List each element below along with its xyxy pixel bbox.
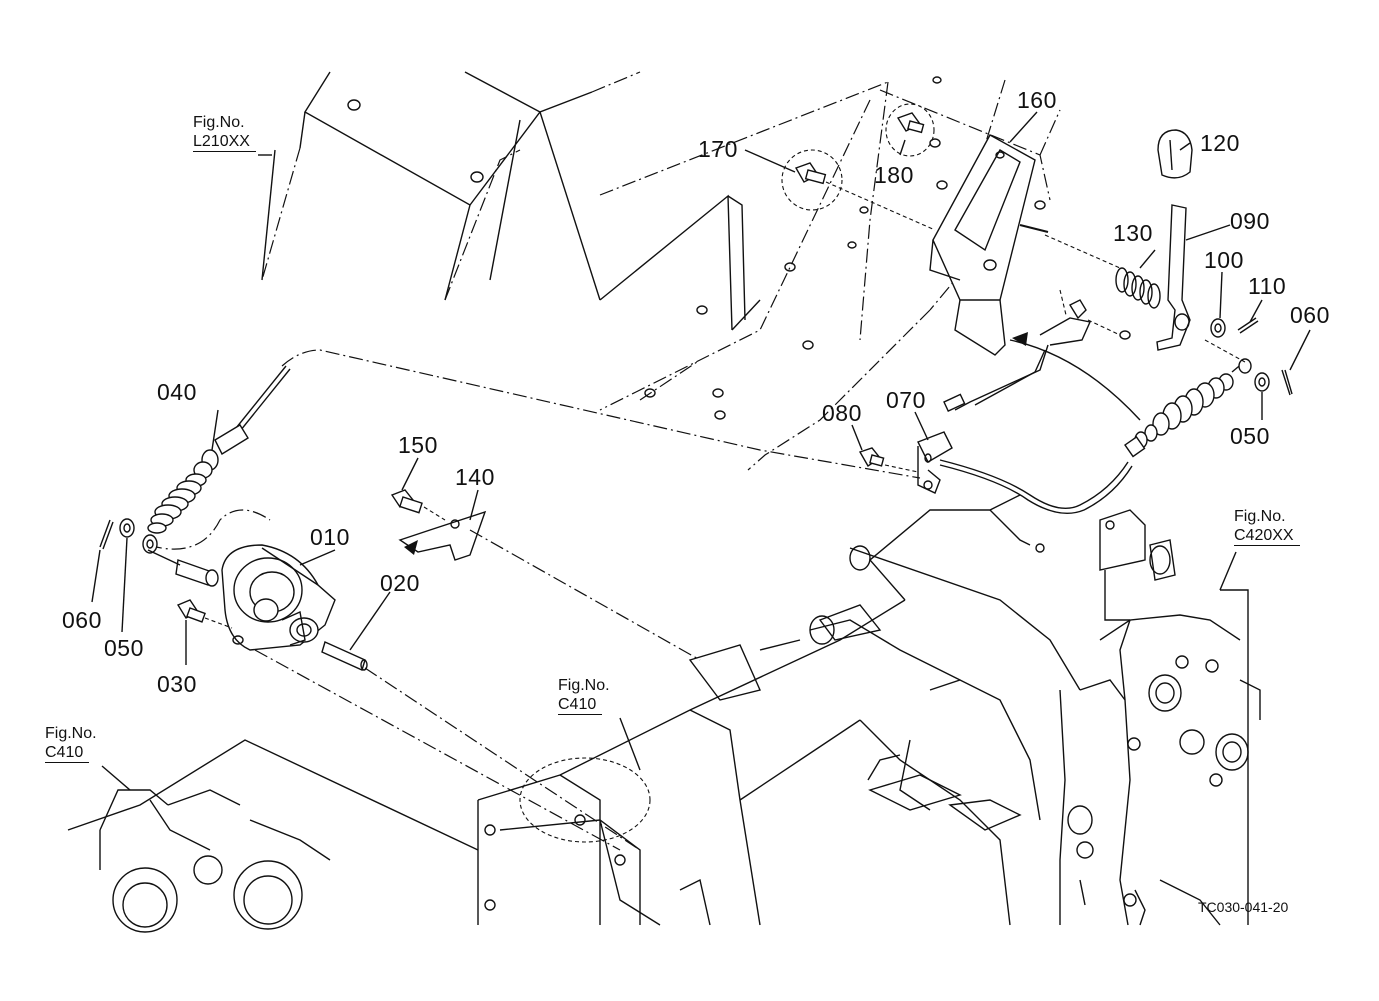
cable-end-left xyxy=(99,424,249,554)
drawing-id: TC030-041-20 xyxy=(1198,899,1289,915)
bolt-170 xyxy=(781,149,936,231)
actuator-010 xyxy=(147,544,336,651)
linkage-arm xyxy=(943,289,1141,421)
part-label-060-left: 060 xyxy=(62,607,102,633)
part-label-120: 120 xyxy=(1200,130,1240,156)
part-label-050-right: 050 xyxy=(1230,423,1270,449)
boot-right xyxy=(1124,373,1234,458)
part-label-170: 170 xyxy=(698,136,738,162)
figure-ref-c410-center-code: C410 xyxy=(558,695,603,715)
figure-ref-c410-left[interactable]: Fig.No. C410 xyxy=(45,724,97,763)
figure-ref-l210-prefix: Fig.No. xyxy=(193,114,245,131)
shaft-020 xyxy=(254,641,641,851)
plate-140 xyxy=(398,510,701,661)
bolt-150 xyxy=(390,489,446,521)
figure-ref-c420[interactable]: Fig.No. C420XX xyxy=(1234,507,1300,546)
boot-left xyxy=(147,473,207,534)
figure-ref-l210[interactable]: Fig.No. L210XX xyxy=(193,113,256,152)
part-label-100: 100 xyxy=(1204,247,1244,273)
figure-ref-c410-left-prefix: Fig.No. xyxy=(45,725,97,742)
part-label-070: 070 xyxy=(886,387,926,413)
leader-lines xyxy=(91,111,1311,791)
part-label-010: 010 xyxy=(310,524,350,550)
part-label-110: 110 xyxy=(1248,273,1287,299)
lever-090 xyxy=(1156,204,1191,351)
lower-left-housing xyxy=(67,739,479,933)
figure-ref-c410-center-prefix: Fig.No. xyxy=(558,677,610,694)
bolt-080 xyxy=(858,447,919,473)
part-label-020: 020 xyxy=(380,570,420,596)
upper-body-panel xyxy=(261,71,1061,471)
bolt-180 xyxy=(885,103,935,157)
spring-130 xyxy=(1115,267,1161,309)
washer-100 xyxy=(1210,318,1226,338)
bolt-030 xyxy=(176,599,233,629)
transmission-case xyxy=(477,494,1261,926)
part-label-160: 160 xyxy=(1017,87,1057,113)
part-label-130: 130 xyxy=(1113,220,1153,246)
knob-120 xyxy=(1157,129,1193,179)
figure-ref-c420-code: C420XX xyxy=(1234,526,1300,546)
part-label-040: 040 xyxy=(157,379,197,405)
part-label-080: 080 xyxy=(822,400,862,426)
pin-110 xyxy=(1237,317,1259,334)
part-label-150: 150 xyxy=(398,432,438,458)
part-label-060-right: 060 xyxy=(1290,302,1330,328)
part-label-180: 180 xyxy=(874,162,914,188)
part-label-050-left: 050 xyxy=(104,635,144,661)
cable-end-right xyxy=(1124,339,1293,458)
part-label-090: 090 xyxy=(1230,208,1270,234)
cable-clamp-070 xyxy=(917,431,953,494)
figure-ref-l210-code: L210XX xyxy=(193,132,256,152)
figure-ref-c410-left-code: C410 xyxy=(45,743,90,763)
part-label-030: 030 xyxy=(157,671,197,697)
figure-ref-c420-prefix: Fig.No. xyxy=(1234,508,1286,525)
clutch-cable xyxy=(147,349,1133,550)
bracket-160 xyxy=(929,134,1121,356)
figure-ref-c410-center[interactable]: Fig.No. C410 xyxy=(558,676,610,715)
part-label-140: 140 xyxy=(455,464,495,490)
